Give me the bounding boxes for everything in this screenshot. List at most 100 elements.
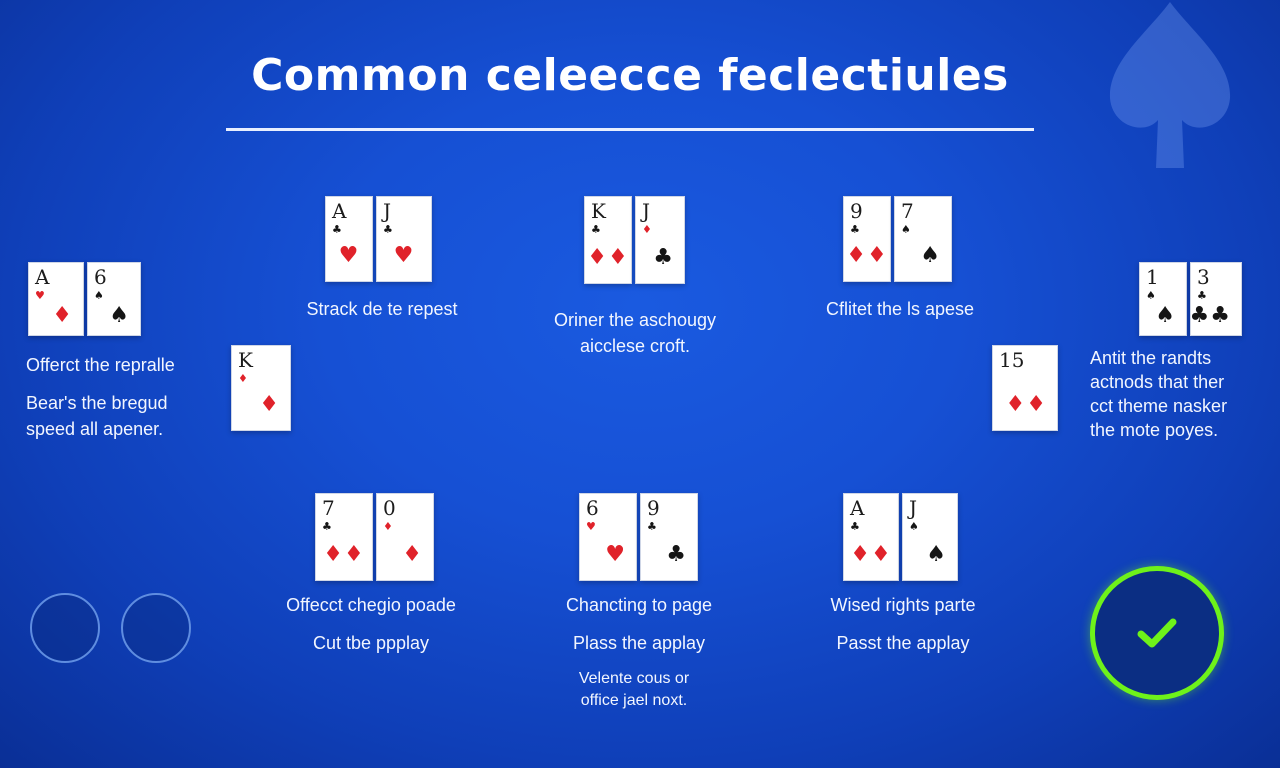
- hand-label-line: Plass the applay: [572, 633, 706, 653]
- card-rank: 6: [94, 265, 107, 289]
- playing-card[interactable]: J ♦ ♣: [635, 196, 685, 284]
- hand-label-line: Offerct the repralle: [26, 355, 175, 375]
- diamond-icon: ♦♦: [1005, 392, 1047, 417]
- playing-card[interactable]: J ♠ ♠: [902, 493, 958, 581]
- hand-label-line: Chancting to page: [565, 595, 713, 615]
- hand-bottom-right[interactable]: A ♣ ♦♦ J ♠ ♠: [843, 493, 958, 581]
- hand-label: Oriner the aschougy aicclese croft.: [530, 307, 740, 359]
- heart-icon: ♥: [338, 243, 360, 268]
- heart-icon: ♥: [35, 289, 45, 302]
- spade-icon: ♠: [909, 520, 919, 533]
- card-rank: K: [238, 348, 253, 372]
- hand-label-line: actnods that ther: [1090, 372, 1225, 392]
- spade-icon: ♠: [1155, 303, 1176, 328]
- circle-button[interactable]: [121, 593, 191, 663]
- club-icon: ♣: [1197, 289, 1207, 302]
- playing-card[interactable]: 1 ♠ ♠: [1139, 262, 1187, 336]
- diamond-icon: ♦: [52, 303, 73, 328]
- hand-note-line: office jael noxt.: [580, 692, 688, 709]
- spade-icon: ♠: [109, 303, 130, 328]
- card-rank: A: [850, 496, 865, 520]
- checkmark-icon: [1137, 618, 1177, 648]
- playing-card[interactable]: 7 ♠ ♠: [894, 196, 952, 282]
- playing-card[interactable]: J ♣ ♥: [376, 196, 432, 282]
- diamond-icon: ♦♦: [850, 542, 892, 567]
- card-rank: 1: [1146, 265, 1159, 289]
- playing-card[interactable]: 3 ♣ ♣♣: [1190, 262, 1242, 336]
- playing-card[interactable]: A ♥ ♦: [28, 262, 84, 336]
- heart-icon: ♥: [586, 520, 596, 533]
- diamond-icon: ♦: [383, 520, 393, 533]
- playing-card[interactable]: 7 ♣ ♦♦: [315, 493, 373, 581]
- diamond-icon: ♦: [402, 542, 423, 567]
- club-icon: ♣: [383, 223, 393, 236]
- hand-label-line: cct theme nasker: [1090, 396, 1228, 416]
- hand-bottom-left[interactable]: 7 ♣ ♦♦ 0 ♦ ♦: [315, 493, 434, 581]
- card-rank: 3: [1197, 265, 1210, 289]
- hand-label: Offecct chegio poade Cut tbe ppplay: [256, 592, 486, 656]
- playing-card[interactable]: 0 ♦ ♦: [376, 493, 434, 581]
- hand-right[interactable]: 1 ♠ ♠ 3 ♣ ♣♣: [1139, 262, 1242, 336]
- card-rank: A: [332, 199, 347, 223]
- hand-top-center-right[interactable]: 9 ♣ ♦♦ 7 ♠ ♠: [843, 196, 952, 282]
- hand-label-line: Wised rights parte: [830, 595, 976, 615]
- diamond-icon: ♦: [238, 372, 248, 385]
- hand-note: Velente cous or office jael noxt.: [534, 668, 734, 712]
- playing-card[interactable]: A ♣ ♥: [325, 196, 373, 282]
- playing-card[interactable]: 15 ♦♦: [992, 345, 1058, 431]
- playing-card[interactable]: K ♦ ♦: [231, 345, 291, 431]
- spade-icon: ♠: [94, 289, 104, 302]
- hand-top-center-left[interactable]: A ♣ ♥ J ♣ ♥: [325, 196, 432, 282]
- spade-icon: ♠: [920, 243, 941, 268]
- club-icon: ♣: [591, 223, 601, 236]
- hand-label: Antit the randts actnods that ther cct t…: [1090, 346, 1227, 442]
- page-title: Common celeecce feclectiules: [251, 50, 1009, 101]
- card-rank: A: [35, 265, 50, 289]
- hand-label-line: speed all apener.: [26, 419, 164, 439]
- playing-card[interactable]: 9 ♣ ♦♦: [843, 196, 891, 282]
- card-rank: J: [383, 199, 392, 223]
- playing-card[interactable]: 6 ♥ ♥: [579, 493, 637, 581]
- diamond-icon: ♦: [259, 392, 280, 417]
- club-icon: ♣: [322, 520, 332, 533]
- hand-label-line: the mote poyes.: [1090, 420, 1219, 440]
- card-rank: 7: [901, 199, 914, 223]
- card-rank: J: [909, 496, 918, 520]
- hand-label-line: Bear's the bregud: [26, 393, 168, 413]
- spade-icon: ♠: [1146, 289, 1156, 302]
- club-icon: ♣: [850, 223, 860, 236]
- spade-icon: ♠: [926, 542, 947, 567]
- playing-card[interactable]: A ♣ ♦♦: [843, 493, 899, 581]
- hand-label-line: aicclese croft.: [579, 336, 691, 356]
- hand-label: Wised rights parte Passt the applay: [788, 592, 1018, 656]
- hand-label: Strack de te repest: [306, 299, 458, 319]
- hand-note-line: Velente cous or: [578, 670, 690, 687]
- hand-label: Chancting to page Plass the applay: [524, 592, 754, 656]
- playing-card[interactable]: 9 ♣ ♣: [640, 493, 698, 581]
- diamond-icon: ♦♦: [323, 542, 365, 567]
- card-rank: 9: [647, 496, 660, 520]
- hand-bottom-center[interactable]: 6 ♥ ♥ 9 ♣ ♣: [579, 493, 698, 581]
- diamond-icon: ♦♦: [846, 243, 888, 268]
- card-rank: 15: [999, 348, 1025, 372]
- title-divider: [226, 128, 1034, 131]
- playing-card[interactable]: 6 ♠ ♠: [87, 262, 141, 336]
- card-rank: 0: [383, 496, 396, 520]
- heart-icon: ♥: [605, 542, 626, 567]
- hand-top-center[interactable]: K ♣ ♦♦ J ♦ ♣: [584, 196, 685, 284]
- hand-label-line: Antit the randts: [1090, 348, 1212, 368]
- card-rank: 6: [586, 496, 599, 520]
- club-icon: ♣: [653, 245, 674, 270]
- hand-label-line: Offecct chegio poade: [286, 595, 456, 615]
- hand-label-line: Oriner the aschougy: [553, 310, 717, 330]
- circle-button[interactable]: [30, 593, 100, 663]
- club-icon: ♣: [850, 520, 860, 533]
- diamond-icon: ♦♦: [587, 245, 629, 270]
- hand-left[interactable]: A ♥ ♦ 6 ♠ ♠: [28, 262, 141, 336]
- playing-card[interactable]: K ♣ ♦♦: [584, 196, 632, 284]
- hand-label-line: Cut tbe ppplay: [312, 633, 430, 653]
- spade-icon: ♠: [901, 223, 911, 236]
- confirm-button[interactable]: [1090, 566, 1224, 700]
- hand-label: Offerct the repralle Bear's the bregud s…: [26, 352, 175, 442]
- club-icon: ♣♣: [1189, 303, 1231, 328]
